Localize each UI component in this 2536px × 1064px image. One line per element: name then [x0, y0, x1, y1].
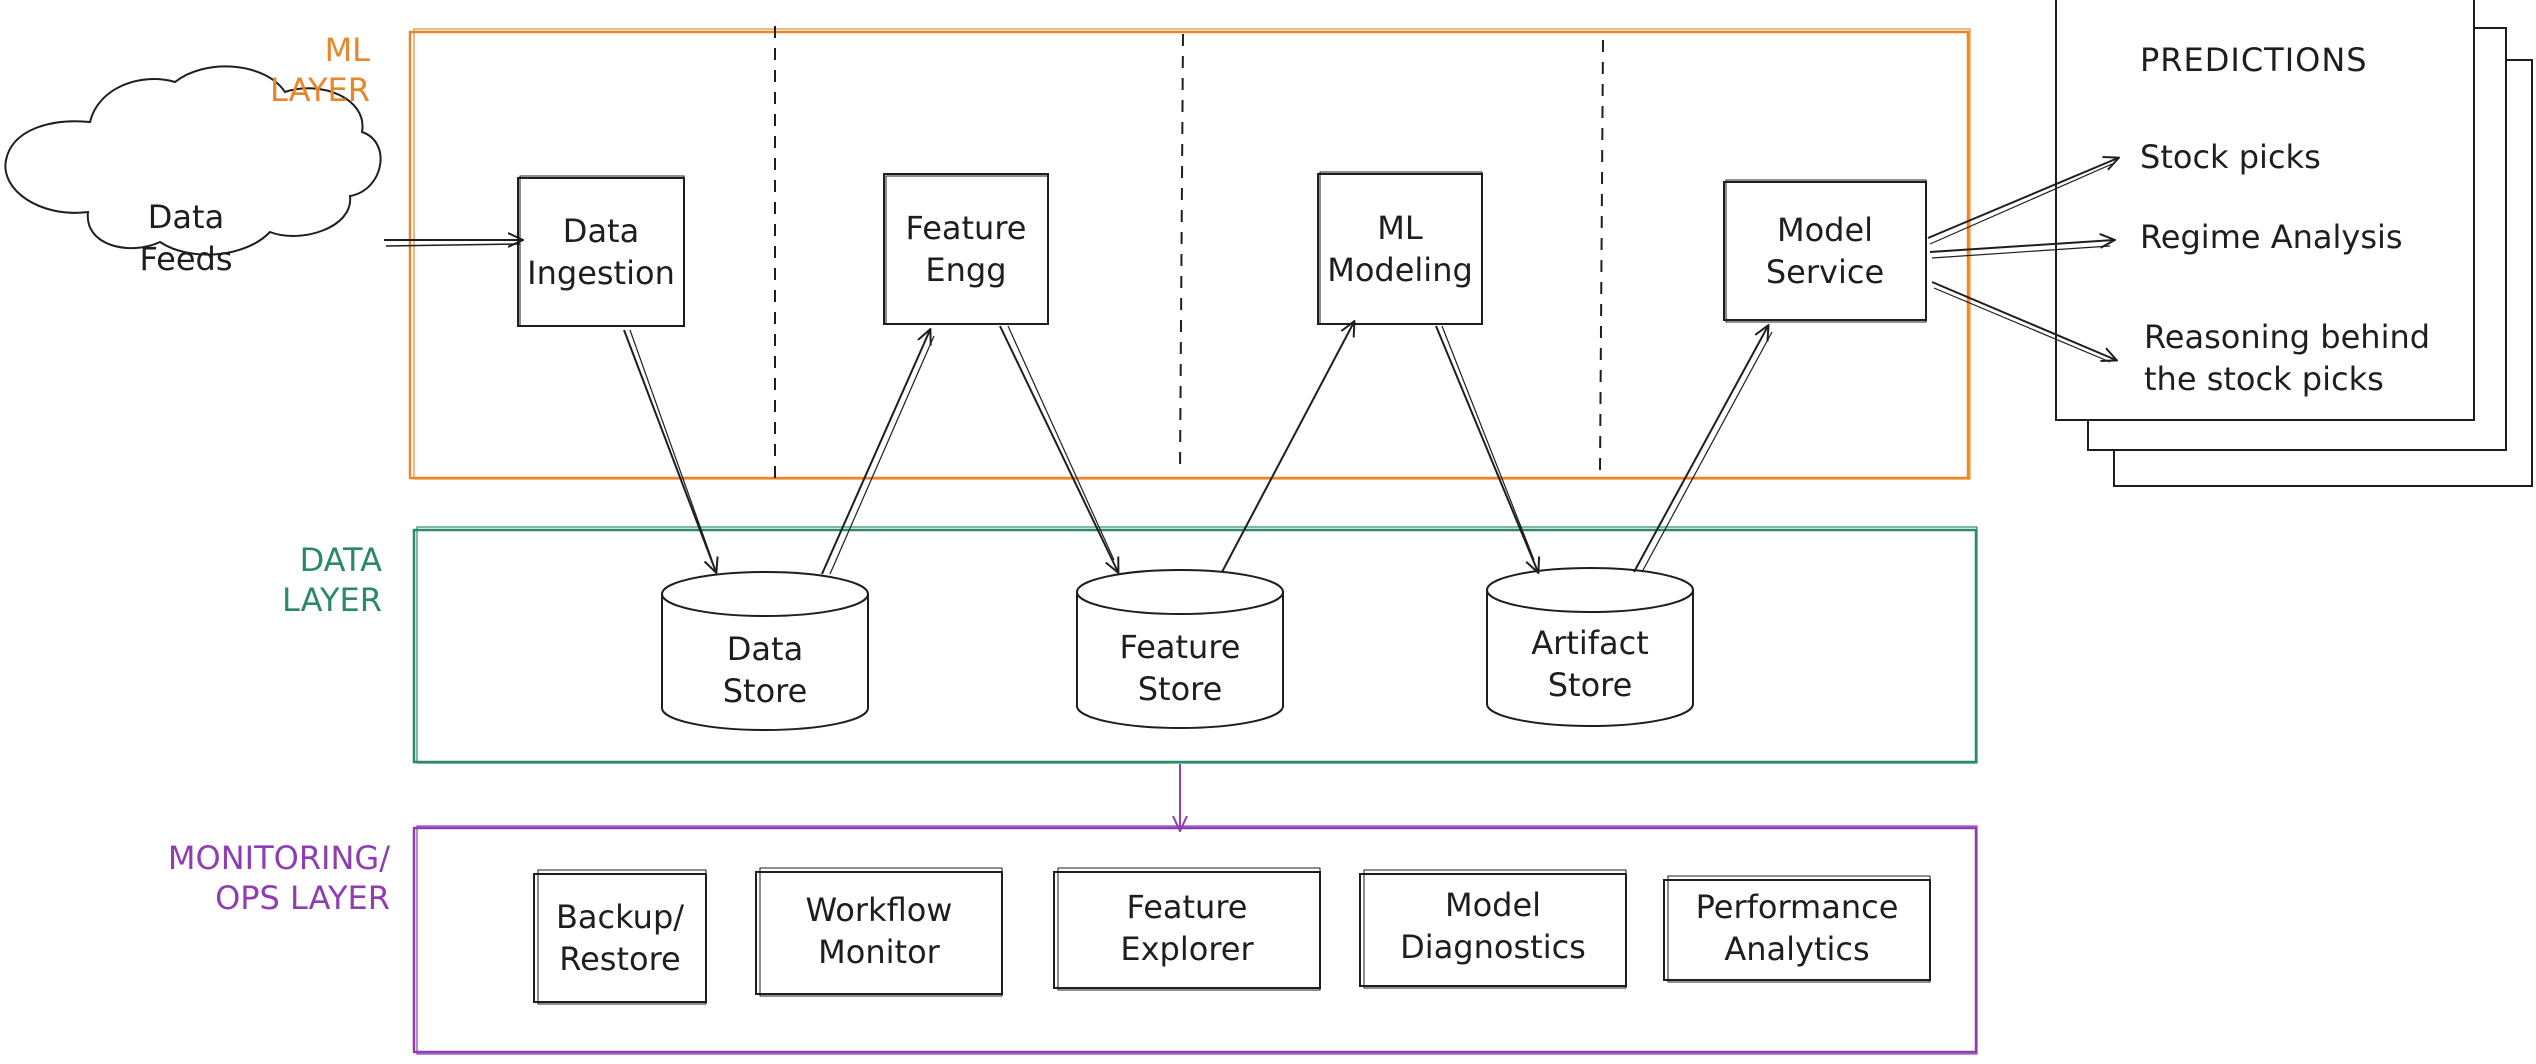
feature-store-cylinder — [1076, 569, 1284, 729]
ml-modeling-label: ML Modeling — [1327, 209, 1473, 289]
data-layer-line2: LAYER — [282, 581, 382, 619]
data-feeds-cloud — [4, 65, 382, 256]
arrow-mlmodeling-to-artifactstore — [1435, 325, 1538, 572]
arrow-service-to-regime — [1929, 240, 2114, 253]
predictions-title: PREDICTIONS — [2140, 41, 2368, 79]
arrow-service-to-reasoning — [1931, 281, 2116, 360]
data-feeds-label: Data Feeds — [139, 198, 233, 278]
feature-explorer-label: Feature Explorer — [1120, 888, 1254, 968]
stage-divider — [1179, 33, 1184, 473]
data-store-cylinder — [661, 571, 869, 731]
ml-layer-line1: ML — [324, 31, 370, 69]
data-ingestion-label: Data Ingestion — [527, 212, 675, 292]
feature-store-label: Feature Store — [1119, 628, 1241, 708]
arrow-featurestore-to-mlmodeling — [1221, 322, 1354, 573]
artifact-store-label: Artifact Store — [1531, 624, 1649, 704]
artifact-store-cylinder — [1486, 567, 1694, 727]
model-service-label: Model Service — [1765, 211, 1885, 291]
data-layer-line1: DATA — [299, 541, 382, 579]
data-store-label: Data Store — [722, 630, 808, 710]
arrow-ingestion-to-datastore — [623, 329, 716, 572]
performance-analytics-label: Performance Analytics — [1695, 888, 1899, 968]
ml-layer-line2: LAYER — [270, 71, 370, 109]
ops-layer-line2: OPS LAYER — [215, 879, 390, 917]
ops-layer-frame — [412, 826, 1978, 1054]
ops-layer-label: MONITORING/OPS LAYER — [100, 838, 390, 918]
backup-restore-label: Backup/ Restore — [555, 898, 685, 978]
model-diagnostics-label: Model Diagnostics — [1400, 886, 1586, 966]
workflow-monitor-label: Workflow Monitor — [805, 891, 953, 971]
arrow-service-to-stockpicks — [1927, 158, 2118, 239]
ops-layer-line1: MONITORING/ — [167, 839, 390, 877]
feature-engg-label: Feature Engg — [905, 209, 1027, 289]
arrow-featureengg-to-featurestore — [999, 325, 1118, 572]
prediction-item: Reasoning behind the stock picks — [2144, 318, 2431, 398]
data-layer-frame — [412, 528, 1978, 764]
stage-divider — [1599, 39, 1604, 473]
prediction-item: Stock picks — [2140, 138, 2321, 176]
predictions-sheet-front — [2055, 0, 2475, 421]
arrow-artifactstore-to-modelservice — [1633, 326, 1768, 573]
prediction-item: Regime Analysis — [2140, 218, 2403, 256]
arrow-datastore-to-featureengg — [821, 330, 930, 575]
